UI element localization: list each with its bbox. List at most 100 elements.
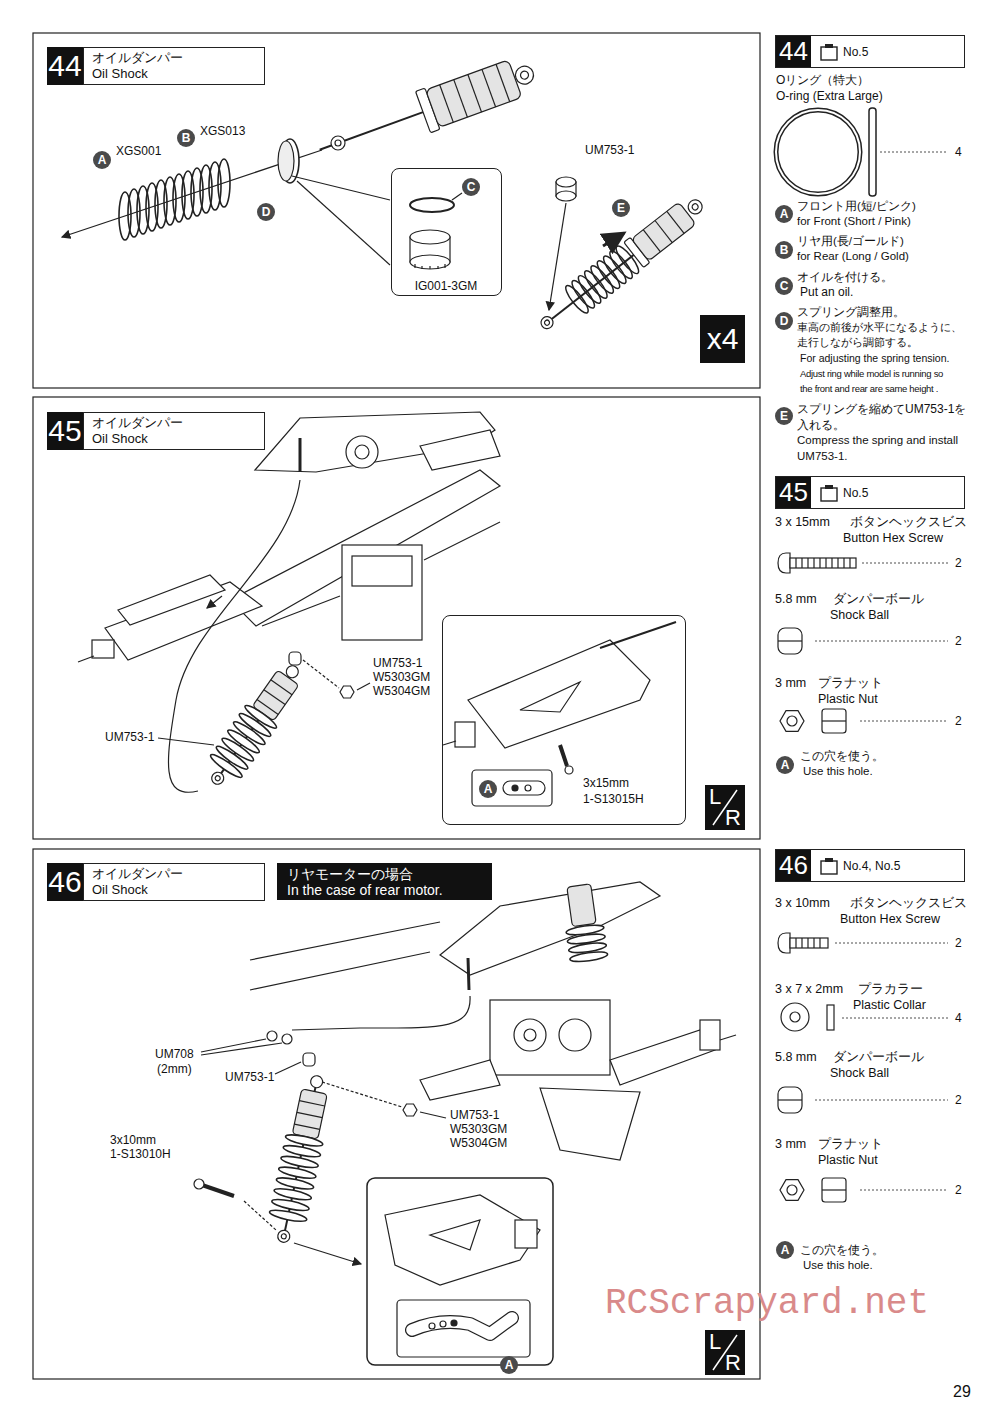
step-title: 45オイルダンパーOil Shock: [47, 412, 265, 450]
callout-letter: A: [479, 780, 497, 798]
part-label: Compress the spring and install: [797, 434, 958, 448]
part-label: Put an oil.: [800, 285, 853, 299]
callout-letter: E: [775, 407, 793, 425]
parts-header: 44No.5: [775, 35, 965, 68]
watermark: RCScrapyard.net: [605, 1282, 929, 1325]
part-label: 2: [955, 556, 962, 570]
callout-letter: A: [776, 1241, 794, 1259]
icon: [819, 856, 839, 876]
step-number: 45: [47, 412, 83, 450]
title-text: Oil Shock: [92, 882, 256, 898]
part-label: 2: [955, 1093, 962, 1107]
quantity-box: x4: [700, 315, 745, 363]
icon-part: [821, 488, 837, 501]
part-label: スプリング調整用。: [797, 305, 905, 319]
callout-letter-text: A: [505, 1359, 514, 1371]
part-label: For adjusting the spring tension.: [800, 352, 949, 365]
part-label: UM708: [155, 1047, 194, 1061]
part-code: IG001-3GM: [392, 279, 500, 293]
callout-letter-text: B: [780, 244, 789, 256]
part-label: 5.8 mm: [775, 592, 817, 607]
part-label: Shock Ball: [830, 1066, 889, 1081]
part-label: 2: [955, 1183, 962, 1197]
part-label: Use this hole.: [803, 1259, 873, 1273]
side-letter: R: [725, 806, 741, 830]
part-label: Shock Ball: [830, 608, 889, 623]
callout-letter: D: [775, 312, 793, 330]
callout-letter: A: [776, 756, 794, 774]
callout-letter: D: [257, 203, 275, 221]
part-label: O-ring (Extra Large): [776, 89, 883, 103]
box-text: リヤモーターの場合: [287, 866, 482, 882]
callout-letter: B: [775, 241, 793, 259]
callout-letter-text: C: [780, 280, 789, 292]
part-label: UM753-1: [450, 1108, 499, 1122]
part-label: Button Hex Screw: [840, 912, 940, 927]
part-label: 車高の前後が水平になるように、: [797, 321, 962, 334]
step-title: 44オイルダンパーOil Shock: [47, 47, 265, 85]
part-label: W5304GM: [373, 684, 430, 698]
bag-number: No.5: [843, 486, 868, 500]
icon-part: [825, 858, 833, 862]
part-label: UM753-1: [585, 143, 634, 157]
callout-letter-text: C: [467, 181, 476, 193]
part-label: この穴を使う。: [800, 1244, 884, 1258]
part-label: リヤ用(長/ゴールド): [797, 235, 904, 249]
part-label: スプリングを縮めてUM753-1を: [797, 402, 966, 416]
callout-letter-text: E: [780, 410, 788, 422]
part-label: Use this hole.: [803, 765, 873, 779]
part-label: ダンパーボール: [833, 1050, 924, 1065]
callout-letter: B: [177, 129, 195, 147]
part-label: W5303GM: [450, 1122, 507, 1136]
part-label: for Rear (Long / Gold): [797, 250, 909, 264]
part-label: オイルを付ける。: [797, 270, 893, 284]
part-label: 3 mm: [775, 676, 806, 691]
part-label: Button Hex Screw: [843, 531, 943, 546]
title-frame: オイルダンパーOil Shock: [83, 863, 265, 901]
icon: [819, 483, 839, 503]
detail-box: 3x15mm1-S13015HA: [442, 615, 686, 825]
callout-letter: A: [93, 151, 111, 169]
title-text: オイルダンパー: [92, 866, 256, 882]
part-label: 3x10mm: [110, 1133, 156, 1147]
part-label: この穴を使う。: [800, 750, 884, 764]
title-frame: オイルダンパーOil Shock: [83, 47, 265, 85]
part-label: プラナット: [818, 1137, 883, 1152]
callout-letter-text: A: [98, 154, 107, 166]
icon-part: [825, 485, 833, 489]
title-text: オイルダンパー: [92, 415, 256, 431]
part-label: 3 x 7 x 2mm: [775, 982, 843, 997]
part-label: UM753-1.: [797, 450, 848, 464]
part-label: 1-S13010H: [110, 1147, 171, 1161]
parts-header: 46No.4, No.5: [775, 849, 965, 882]
page-number: 29: [953, 1382, 971, 1401]
part-label: the front and rear are same height .: [800, 383, 938, 394]
part-label: 2: [955, 936, 962, 950]
part-label: UM753-1: [373, 656, 422, 670]
part-label: ボタンヘックスビス: [850, 896, 967, 911]
parts-header: 45 No.5: [775, 476, 965, 509]
side-letter: R: [725, 1351, 741, 1375]
part-label: 入れる。: [797, 418, 845, 432]
part-label: 3 mm: [775, 1137, 806, 1152]
icon-part: [825, 44, 833, 48]
part-label: フロント用(短/ピンク): [797, 200, 916, 214]
part-label: UM753-1: [225, 1070, 274, 1084]
callout-letter-text: E: [617, 202, 625, 214]
part-label: UM753-1: [105, 730, 154, 744]
part-label: 3 x 15mm: [775, 515, 830, 530]
callout-letter-text: D: [262, 206, 271, 218]
part-label: Oリング（特大）: [776, 73, 869, 87]
title-text: Oil Shock: [92, 66, 256, 82]
box-text: x4: [707, 322, 739, 356]
icon-part: [821, 47, 837, 60]
callout-letter-text: B: [182, 132, 191, 144]
part-label: ダンパーボール: [833, 592, 924, 607]
callout-letter-text: D: [780, 315, 789, 327]
part-label: プラカラー: [858, 982, 923, 997]
step-number: 45: [776, 477, 811, 508]
part-label: 5.8 mm: [775, 1050, 817, 1065]
side-marker: LR: [705, 1330, 745, 1375]
